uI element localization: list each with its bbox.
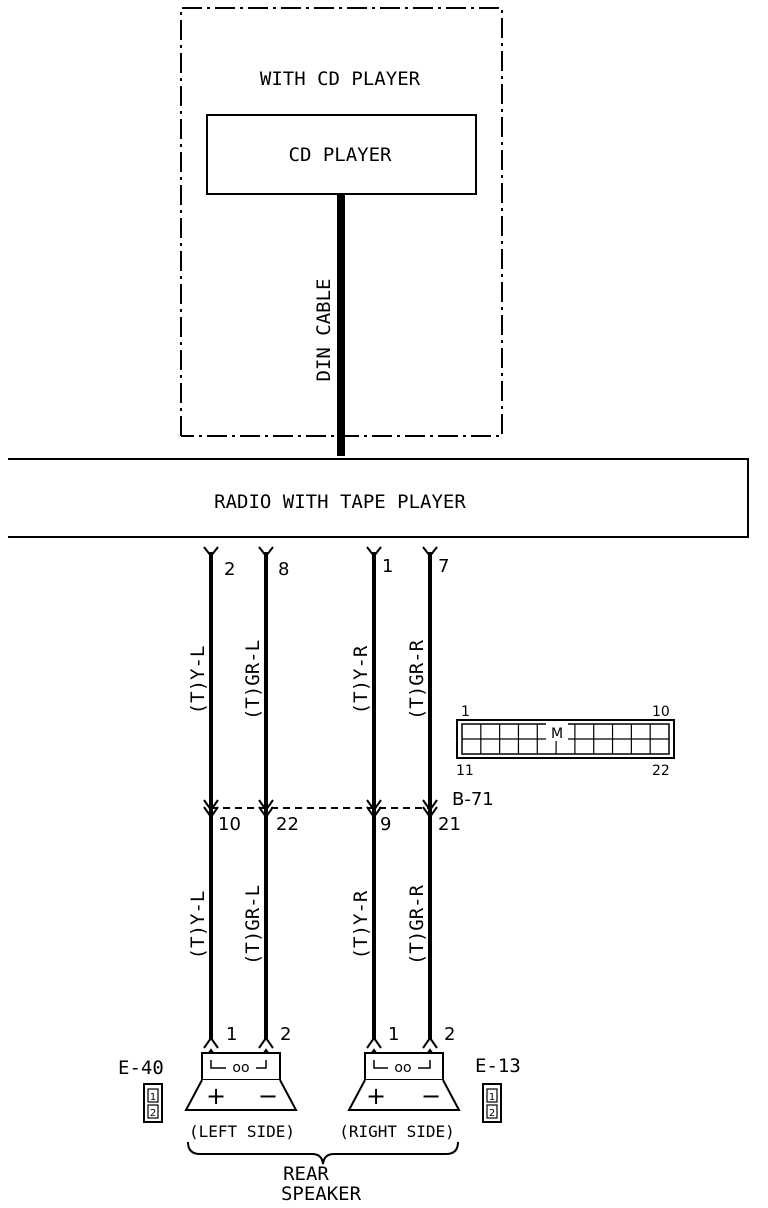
radio-pin-number: 2 bbox=[224, 559, 235, 580]
speaker-minus-sign: − bbox=[421, 1082, 441, 1110]
din-cable-label: DIN CABLE bbox=[313, 279, 335, 382]
b71-key-mark: M bbox=[551, 726, 563, 742]
wire-color-label: (T)Y-L bbox=[187, 891, 209, 960]
b71-pin-label: 10 bbox=[652, 704, 670, 720]
speaker-side-label: (RIGHT SIDE) bbox=[339, 1122, 455, 1141]
b71-connector-face-icon: 1 10 11 22 M bbox=[456, 704, 675, 779]
speaker-pin-number: 2 bbox=[444, 1024, 455, 1045]
speaker-pin-number: 1 bbox=[388, 1024, 399, 1045]
radio-pin-number: 1 bbox=[382, 556, 393, 577]
b71-terminal-arrow bbox=[422, 799, 438, 819]
b71-terminal-arrow bbox=[203, 799, 219, 819]
rear-speaker-brace bbox=[187, 1141, 459, 1165]
b71-pin-number: 22 bbox=[276, 814, 299, 835]
cd-player-box bbox=[206, 114, 477, 195]
b71-pin-label: 11 bbox=[456, 763, 474, 779]
b71-connector-id: B-71 bbox=[452, 789, 494, 810]
connector-icon-pin: 1 bbox=[489, 1092, 495, 1103]
b71-pin-number: 9 bbox=[380, 814, 391, 835]
b71-terminal-arrow bbox=[366, 799, 382, 819]
wire-harness bbox=[203, 546, 438, 1061]
wire-color-label: (T)Y-R bbox=[350, 890, 372, 959]
b71-pin-number: 21 bbox=[438, 814, 461, 835]
b71-terminal-arrow bbox=[258, 799, 274, 819]
b71-pin-number: 10 bbox=[218, 814, 241, 835]
speaker-connector-id: E-40 bbox=[118, 1057, 164, 1079]
speaker-coil-icon: oo bbox=[232, 1060, 249, 1076]
cd-option-title: WITH CD PLAYER bbox=[260, 68, 421, 90]
connector-icon-pin: 1 bbox=[150, 1092, 156, 1103]
wire-color-label: (T)GR-L bbox=[242, 885, 264, 965]
speaker-magnet bbox=[201, 1052, 281, 1081]
b71-pin-label: 22 bbox=[652, 763, 670, 779]
speaker-side-label: (LEFT SIDE) bbox=[189, 1122, 295, 1141]
speaker-minus-sign: − bbox=[258, 1082, 278, 1110]
rear-speaker-label: REAR bbox=[283, 1163, 329, 1185]
radio-box bbox=[8, 458, 749, 538]
radio-pin-number: 7 bbox=[438, 556, 449, 577]
radio-pin-number: 8 bbox=[278, 559, 289, 580]
speaker-plus-sign: + bbox=[366, 1082, 386, 1110]
speaker-pin-number: 1 bbox=[226, 1024, 237, 1045]
connector-icon-pin: 2 bbox=[150, 1108, 156, 1119]
connector-icon-pin: 2 bbox=[489, 1108, 495, 1119]
b71-pin-label: 1 bbox=[461, 704, 470, 720]
rear-speaker-label: SPEAKER bbox=[281, 1183, 362, 1205]
speaker-plus-sign: + bbox=[206, 1082, 226, 1110]
radio-terminal-chevron bbox=[203, 546, 219, 558]
radio-terminal-chevron bbox=[258, 546, 274, 558]
left-speaker: oo + − bbox=[184, 1052, 298, 1111]
speaker-pin-number: 2 bbox=[280, 1024, 291, 1045]
wire-color-label: (T)GR-R bbox=[406, 884, 428, 965]
speaker-connector-id: E-13 bbox=[475, 1055, 521, 1077]
radio-terminal-chevron bbox=[422, 546, 438, 558]
speaker-cone bbox=[184, 1079, 298, 1111]
speaker-coil-icon: oo bbox=[394, 1060, 411, 1076]
radio-label: RADIO WITH TAPE PLAYER bbox=[214, 491, 466, 513]
wire-color-label: (T)Y-L bbox=[187, 646, 209, 715]
wire-color-label: (T)GR-R bbox=[406, 639, 428, 720]
e13-connector-icon: 1 2 bbox=[482, 1083, 502, 1123]
right-speaker: oo + − bbox=[347, 1052, 461, 1111]
speaker-cone bbox=[347, 1079, 461, 1111]
e40-connector-icon: 1 2 bbox=[143, 1083, 163, 1123]
wire-color-label: (T)Y-R bbox=[350, 645, 372, 714]
radio-terminal-chevron bbox=[366, 546, 382, 558]
cd-player-label: CD PLAYER bbox=[289, 144, 393, 166]
wire-color-label: (T)GR-L bbox=[242, 640, 264, 720]
